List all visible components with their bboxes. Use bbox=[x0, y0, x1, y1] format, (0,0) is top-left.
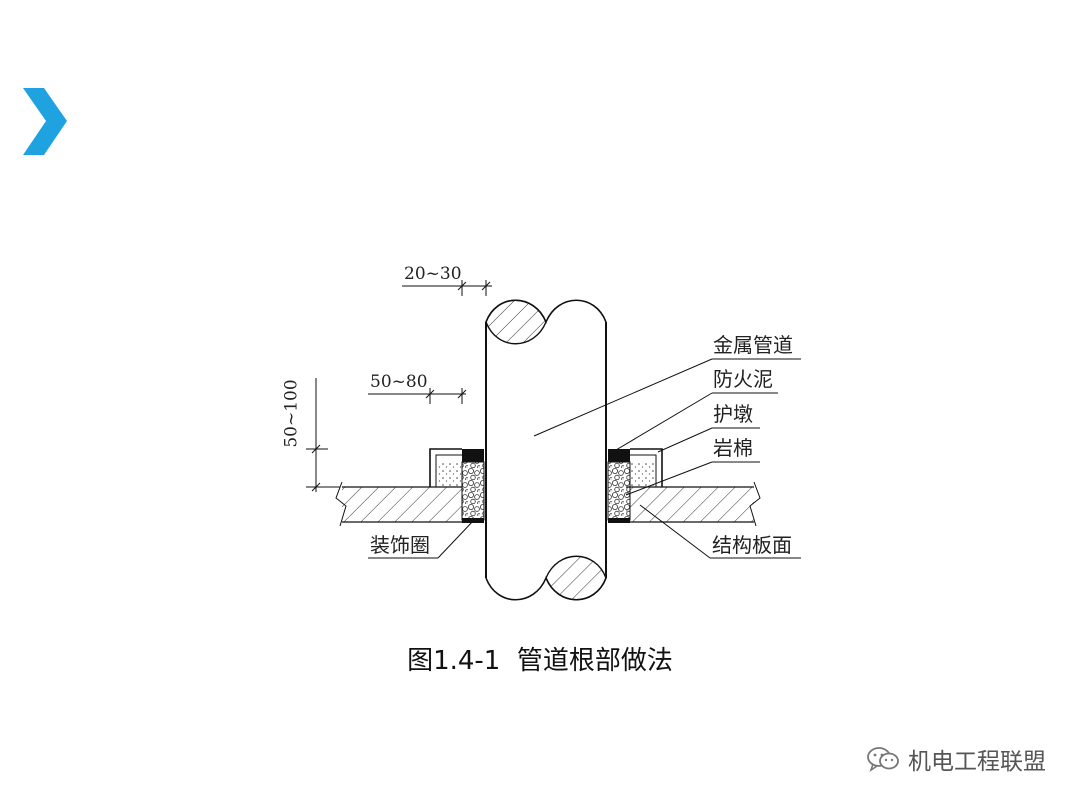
figure-title: 管道根部做法 bbox=[516, 646, 673, 676]
label-metal-pipe: 金属管道 bbox=[713, 333, 793, 357]
dimension-pier-width: 50~80 bbox=[370, 372, 428, 392]
metal-pipe bbox=[485, 299, 607, 601]
label-fire-mud: 防火泥 bbox=[713, 367, 773, 391]
label-structural-slab: 结构板面 bbox=[712, 533, 792, 557]
dimension-pier-height: 50~100 bbox=[281, 379, 302, 448]
label-rock-wool: 岩棉 bbox=[713, 436, 753, 460]
left-pier-assembly bbox=[429, 448, 485, 523]
watermark: 机电工程联盟 bbox=[866, 742, 1046, 776]
wechat-icon bbox=[867, 747, 899, 772]
label-protective-pier: 护墩 bbox=[713, 402, 753, 426]
dimension-top-gap: 20~30 bbox=[404, 264, 462, 284]
chevron-right-icon bbox=[23, 88, 67, 155]
figure-number: 图1.4-1 bbox=[407, 646, 501, 676]
dimension-lines bbox=[306, 280, 492, 492]
leader-lines bbox=[368, 358, 801, 559]
figure-caption: 图1.4-1 管道根部做法 bbox=[0, 640, 1080, 677]
watermark-text: 机电工程联盟 bbox=[908, 749, 1046, 775]
label-decorative-ring: 装饰圈 bbox=[370, 533, 430, 557]
structural-slab bbox=[335, 481, 761, 527]
right-pier-assembly bbox=[607, 448, 663, 523]
